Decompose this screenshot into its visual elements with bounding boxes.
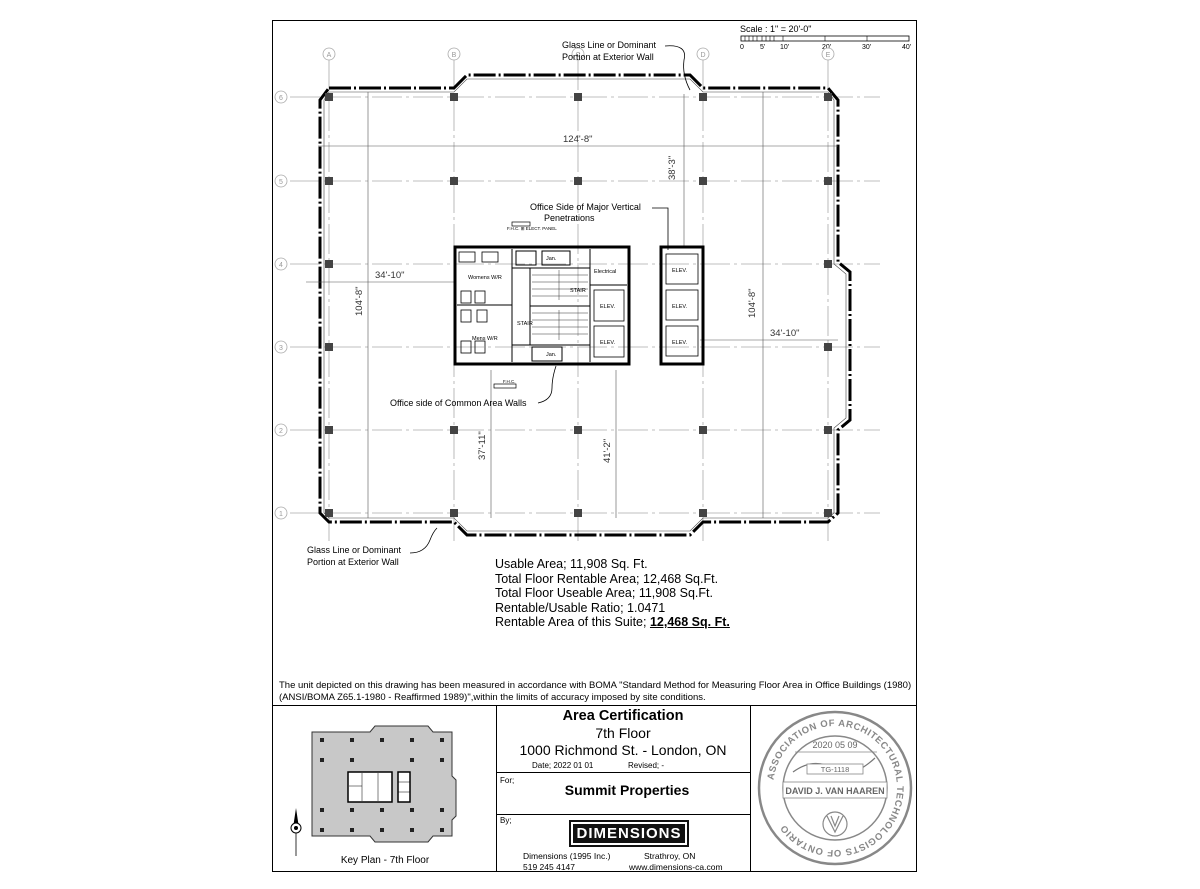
seal-number: TG-1118 [821,765,849,774]
callout-penetrations-2: Penetrations [544,213,595,223]
scale-tick-3: 20' [822,44,831,51]
title-block-divider-left [496,705,497,872]
grid-col-e: E [826,52,831,59]
scale-tick-2: 10' [780,44,789,51]
company-city: Strathroy, ON [644,851,696,861]
callout-common-walls: Office side of Common Area Walls [390,398,527,408]
scale-tick-5: 40' [902,44,911,51]
scale-tick-4: 30' [862,44,871,51]
dim-right-depth: 104'-8" [747,289,758,318]
label-electrical: Electrical [594,269,616,275]
north-arrow-icon [290,808,302,856]
label-womens: Womens W/R [468,275,502,281]
grid-row-1: 1 [279,511,283,518]
callout-penetrations-1: Office Side of Major Vertical [530,202,641,212]
total-useable-area: Total Floor Useable Area; 11,908 Sq.Ft. [495,586,713,600]
floor-plan: A B C D E 6 5 4 3 2 1 124'-8" 38'-3" 34'… [274,40,880,567]
grid-row-2: 2 [279,428,283,435]
for-label: For; [500,776,515,785]
scale-tick-0: 0 [740,44,744,51]
label-fhc: F.H.C. [503,379,516,384]
grid-row-6: 6 [279,95,283,102]
label-stair-1: STAIR [570,288,586,294]
core-main [453,245,631,366]
dim-left-width: 34'-10" [375,270,404,281]
exterior-wall [318,73,852,537]
total-rentable-area: Total Floor Rentable Area; 12,468 Sq.Ft. [495,571,719,586]
grid-row-3: 3 [279,345,283,352]
label-elev-4: ELEV. [672,304,688,310]
label-elev-1: ELEV. [600,304,616,310]
company-name: Dimensions (1995 Inc.) [523,851,611,861]
label-mens: Mens W/R [472,336,498,342]
callout-glass-bottom-2: Portion at Exterior Wall [307,557,399,567]
dim-bottom-mid: 41'-2" [602,439,613,463]
issue-date: Date; 2022 01 01 [532,761,594,770]
grid-row-4: 4 [279,262,283,269]
grid-col-c: C [575,52,580,59]
key-plan [290,725,457,856]
label-jan-bottom: Jan. [546,352,557,358]
seal-emblem-icon [822,811,848,837]
dimensions-logo: DIMENSIONS [569,820,689,847]
by-label: By; [500,816,512,825]
rentable-usable-ratio: Rentable/Usable Ratio; 1.0471 [495,600,666,615]
label-elev-5: ELEV. [672,340,688,346]
title-block-row-1 [496,772,750,773]
building-address: 1000 Richmond St. - London, ON [519,742,727,758]
usable-area: Usable Area; 11,908 Sq. Ft. [495,557,648,571]
scale-tick-1: 5' [760,44,765,51]
floor-name: 7th Floor [595,725,651,741]
dim-top-offset: 38'-3" [667,156,678,180]
dim-right-width: 34'-10" [770,328,799,339]
callout-glass-top-1: Glass Line or Dominant [562,40,657,50]
dim-left-depth: 104'-8" [354,287,365,316]
dim-bottom-left: 37'-11" [477,431,488,460]
title-block-divider-right [750,705,751,872]
company-phone: 519 245 4147 [523,862,575,872]
grid-col-a: A [327,52,332,59]
title-block-top-border [272,705,917,706]
callout-glass-top-2: Portion at Exterior Wall [562,52,654,62]
area-summary: Usable Area; 11,908 Sq. Ft. Total Floor … [495,557,730,630]
boma-note: The unit depicted on this drawing has be… [279,680,912,703]
professional-seal: ASSOCIATION OF ARCHITECTURAL TECHNOLOGIS… [757,710,913,866]
label-stair-2: STAIR [517,321,533,327]
client-name: Summit Properties [564,782,690,798]
elevator-core [659,245,705,366]
grid-col-d: D [700,52,705,59]
dim-overall-width: 124'-8" [563,134,592,145]
label-elev-2: ELEV. [600,340,616,346]
suite-area-label: Rentable Area of this Suite; [495,615,647,629]
grid-col-b: B [452,52,457,59]
key-plan-label: Key Plan - 7th Floor [340,855,430,866]
drawing-sheet [272,20,917,872]
label-fhc-panel: F.H.C. ⊞ ELECT. PANEL [507,226,557,231]
label-jan-top: Jan. [546,256,557,262]
scale-label: Scale : 1" = 20'-0" [740,24,812,34]
suite-rentable-area: Rentable Area of this Suite; 12,468 Sq. … [495,615,730,630]
callout-glass-bottom-1: Glass Line or Dominant [307,545,402,555]
revised-date: Revised; - [628,761,665,770]
title-block-row-2 [496,814,750,815]
company-website: www.dimensions-ca.com [629,862,723,872]
certification-title: Area Certification [562,708,684,724]
scale-bar: 0 5' 10' 20' 30' 40' [740,35,911,51]
seal-name: DAVID J. VAN HAAREN [785,786,884,796]
suite-area-value: 12,468 Sq. Ft. [649,615,730,629]
grid-row-5: 5 [279,179,283,186]
seal-date: 2020 05 09 [812,740,857,750]
label-elev-3: ELEV. [672,268,688,274]
